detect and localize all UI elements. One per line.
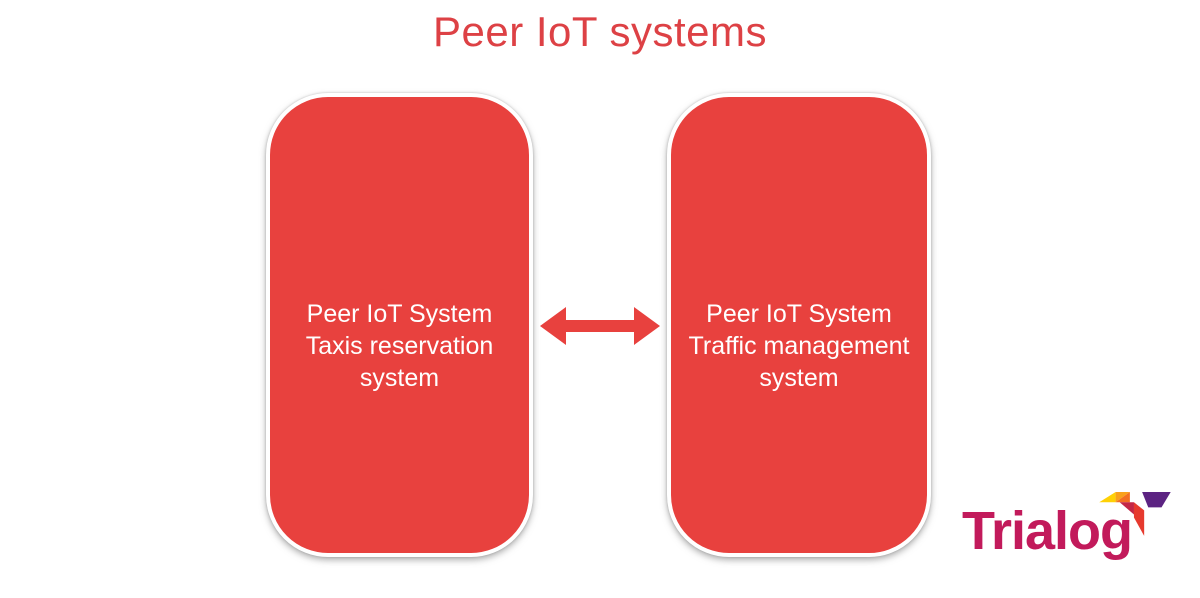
logo-facet-red-stem <box>1133 502 1145 536</box>
logo-facet-orange-light <box>1115 492 1130 503</box>
peer-system-taxis-node: Peer IoT System Taxis reservation system <box>266 93 533 557</box>
logo-facet-yellow <box>1099 492 1116 503</box>
node-text-line: Traffic management <box>688 332 910 360</box>
trialog-logo-text: Trialog <box>962 501 1133 561</box>
bidirectional-arrow-icon <box>540 307 660 345</box>
node-text-line: Taxis reservation <box>305 332 494 360</box>
logo-facet-purple <box>1142 492 1171 508</box>
bidirectional-arrow-shape <box>540 307 660 345</box>
node-text-line: Peer IoT System <box>306 300 493 328</box>
peer-system-traffic-node: Peer IoT System Traffic management syste… <box>667 93 931 557</box>
trialog-logo-mark-icon <box>1099 492 1171 536</box>
page-title: Peer IoT systems <box>433 8 767 55</box>
logo-facet-crimson <box>1119 502 1134 515</box>
node-text-line: system <box>759 364 839 392</box>
node-text-line: Peer IoT System <box>706 300 892 328</box>
node-text-line: system <box>359 364 440 392</box>
